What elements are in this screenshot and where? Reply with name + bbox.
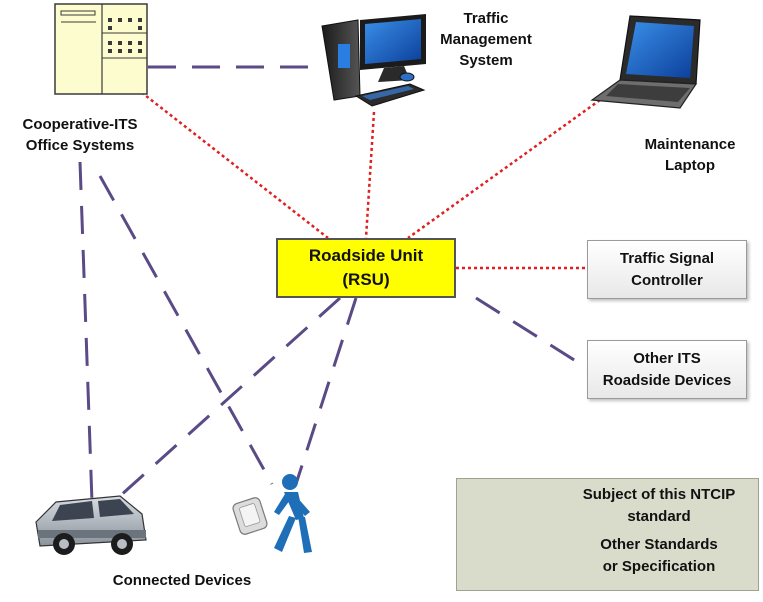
traffic-signal-controller-line1: Traffic Signal <box>619 249 715 267</box>
link-rsu-to-car <box>108 296 342 507</box>
legend-box <box>456 478 759 591</box>
desktop-computer-icon <box>321 14 426 107</box>
office-systems-label-line1: Cooperative-ITS <box>22 116 138 133</box>
rsu-label-line2: (RSU) <box>342 270 390 289</box>
office-building-icon <box>54 3 148 95</box>
rsu-box: Roadside Unit (RSU) <box>276 238 456 298</box>
other-roadside-devices-box: Other ITS Roadside Devices <box>587 340 747 399</box>
link-rsu-to-laptop <box>407 98 601 240</box>
link-rsu-to-pedestrian <box>294 297 358 485</box>
link-rsu-to-tms <box>364 111 376 239</box>
connected-devices-label: Connected Devices <box>112 572 252 589</box>
maintenance-laptop-label-line2: Laptop <box>665 157 715 174</box>
traffic-management-label-line3: System <box>459 52 513 69</box>
rsu-label-line1: Roadside Unit <box>308 246 424 265</box>
link-rsu-to-other-devices <box>475 296 591 372</box>
other-roadside-devices-line1: Other ITS <box>633 349 701 367</box>
legend-ntcip-text: Subject of this NTCIP standard <box>566 484 752 528</box>
office-systems-label-line2: Office Systems <box>25 137 135 154</box>
legend-ntcip-line1: Subject of this NTCIP <box>582 486 736 503</box>
car-icon <box>35 495 147 555</box>
laptop-icon <box>590 15 701 109</box>
link-office-to-car <box>78 161 94 503</box>
traffic-management-label-line1: Traffic <box>463 10 509 27</box>
traffic-management-label: Traffic Management System <box>422 8 550 71</box>
other-roadside-devices-line2: Roadside Devices <box>602 371 732 389</box>
legend-other-line1: Other Standards <box>600 536 718 553</box>
traffic-signal-controller-line2: Controller <box>631 271 703 289</box>
maintenance-laptop-label: Maintenance Laptop <box>620 134 760 176</box>
legend-other-text: Other Standards or Specification <box>566 534 752 578</box>
pedestrian-icon <box>274 474 312 553</box>
link-rsu-to-office <box>131 84 329 239</box>
legend-ntcip-line2: standard <box>627 508 691 525</box>
legend-other-line2: or Specification <box>602 558 716 575</box>
maintenance-laptop-label-line1: Maintenance <box>644 136 736 153</box>
traffic-signal-controller-box: Traffic Signal Controller <box>587 240 747 299</box>
traffic-management-label-line2: Management <box>440 31 532 48</box>
link-office-to-pedestrian <box>98 175 274 485</box>
office-systems-label: Cooperative-ITS Office Systems <box>10 114 150 156</box>
smartphone-icon <box>232 497 268 535</box>
